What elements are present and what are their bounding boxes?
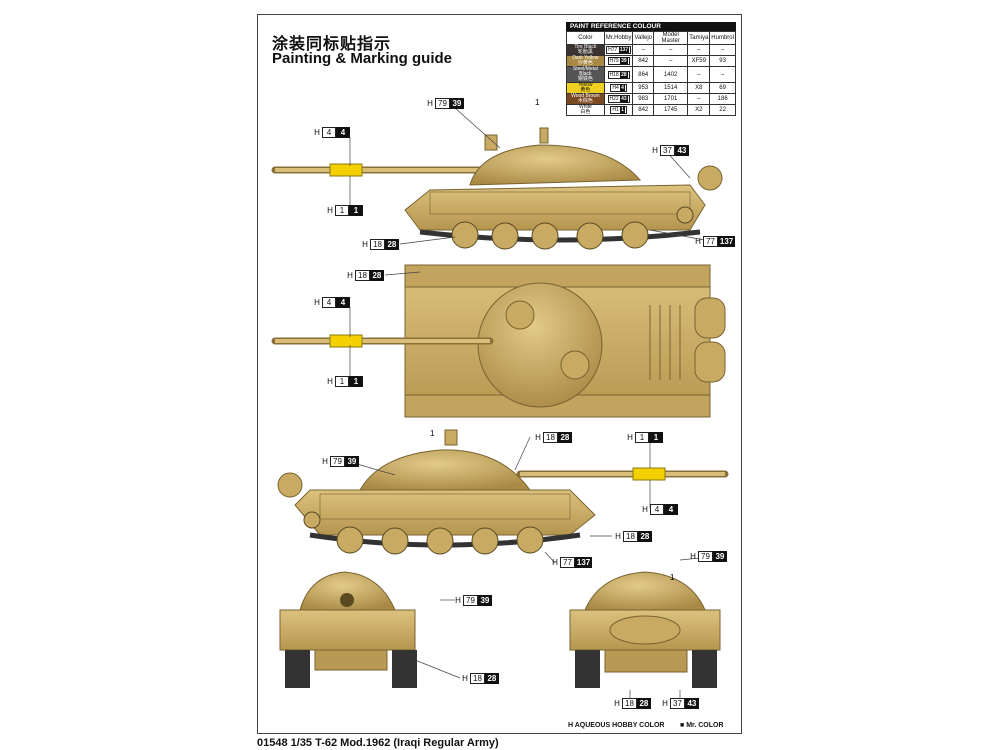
paint-tamiya: X2 (687, 104, 711, 116)
header-modelmaster: Model Master (653, 31, 689, 45)
front-view (279, 571, 417, 688)
legend-h-prefix: H (568, 722, 574, 729)
title-chinese: 涂装同标贴指示 (272, 34, 392, 53)
legend-aqueous: H AQUEOUS HOBBY COLOR (568, 722, 664, 729)
side-view-right (277, 429, 729, 555)
paint-mm: – (653, 44, 689, 56)
mrhobby-code: H22 43 (603, 93, 634, 105)
legend-mr-color: ■ Mr. COLOR (680, 722, 724, 729)
footer-product-title: 01548 1/35 T-62 Mod.1962 (Iraqi Regular … (257, 737, 499, 749)
top-view (271, 264, 726, 418)
paint-humbrol: 186 (709, 93, 736, 105)
paint-mm: 1745 (653, 104, 689, 116)
title-english: Painting & Marking guide (272, 50, 453, 67)
paint-reference-table: PAINT REFERENCE COLOUR Color Mr.Hobby Va… (566, 22, 736, 116)
mrhobby-code: H1 1 (603, 104, 634, 116)
legend-mr-color-label: Mr. COLOR (686, 722, 724, 729)
rear-view (569, 571, 721, 688)
marker-1-right: 1 (430, 429, 435, 438)
marker-1-rear: 1 (670, 573, 675, 582)
paint-vallejo: 842 (632, 104, 655, 116)
mrhobby-code: H79 39 (603, 55, 634, 67)
gun-yellow-band (329, 163, 363, 177)
leader-lines (349, 107, 711, 700)
mr-color-icon: ■ (680, 722, 685, 729)
paint-table-caption: PAINT REFERENCE COLOUR (566, 22, 736, 31)
side-view-left (271, 127, 723, 250)
marker-1-side: 1 (535, 98, 540, 107)
legend-aqueous-label: AQUEOUS HOBBY COLOR (574, 722, 665, 729)
paint-humbrol: 22 (709, 104, 736, 116)
